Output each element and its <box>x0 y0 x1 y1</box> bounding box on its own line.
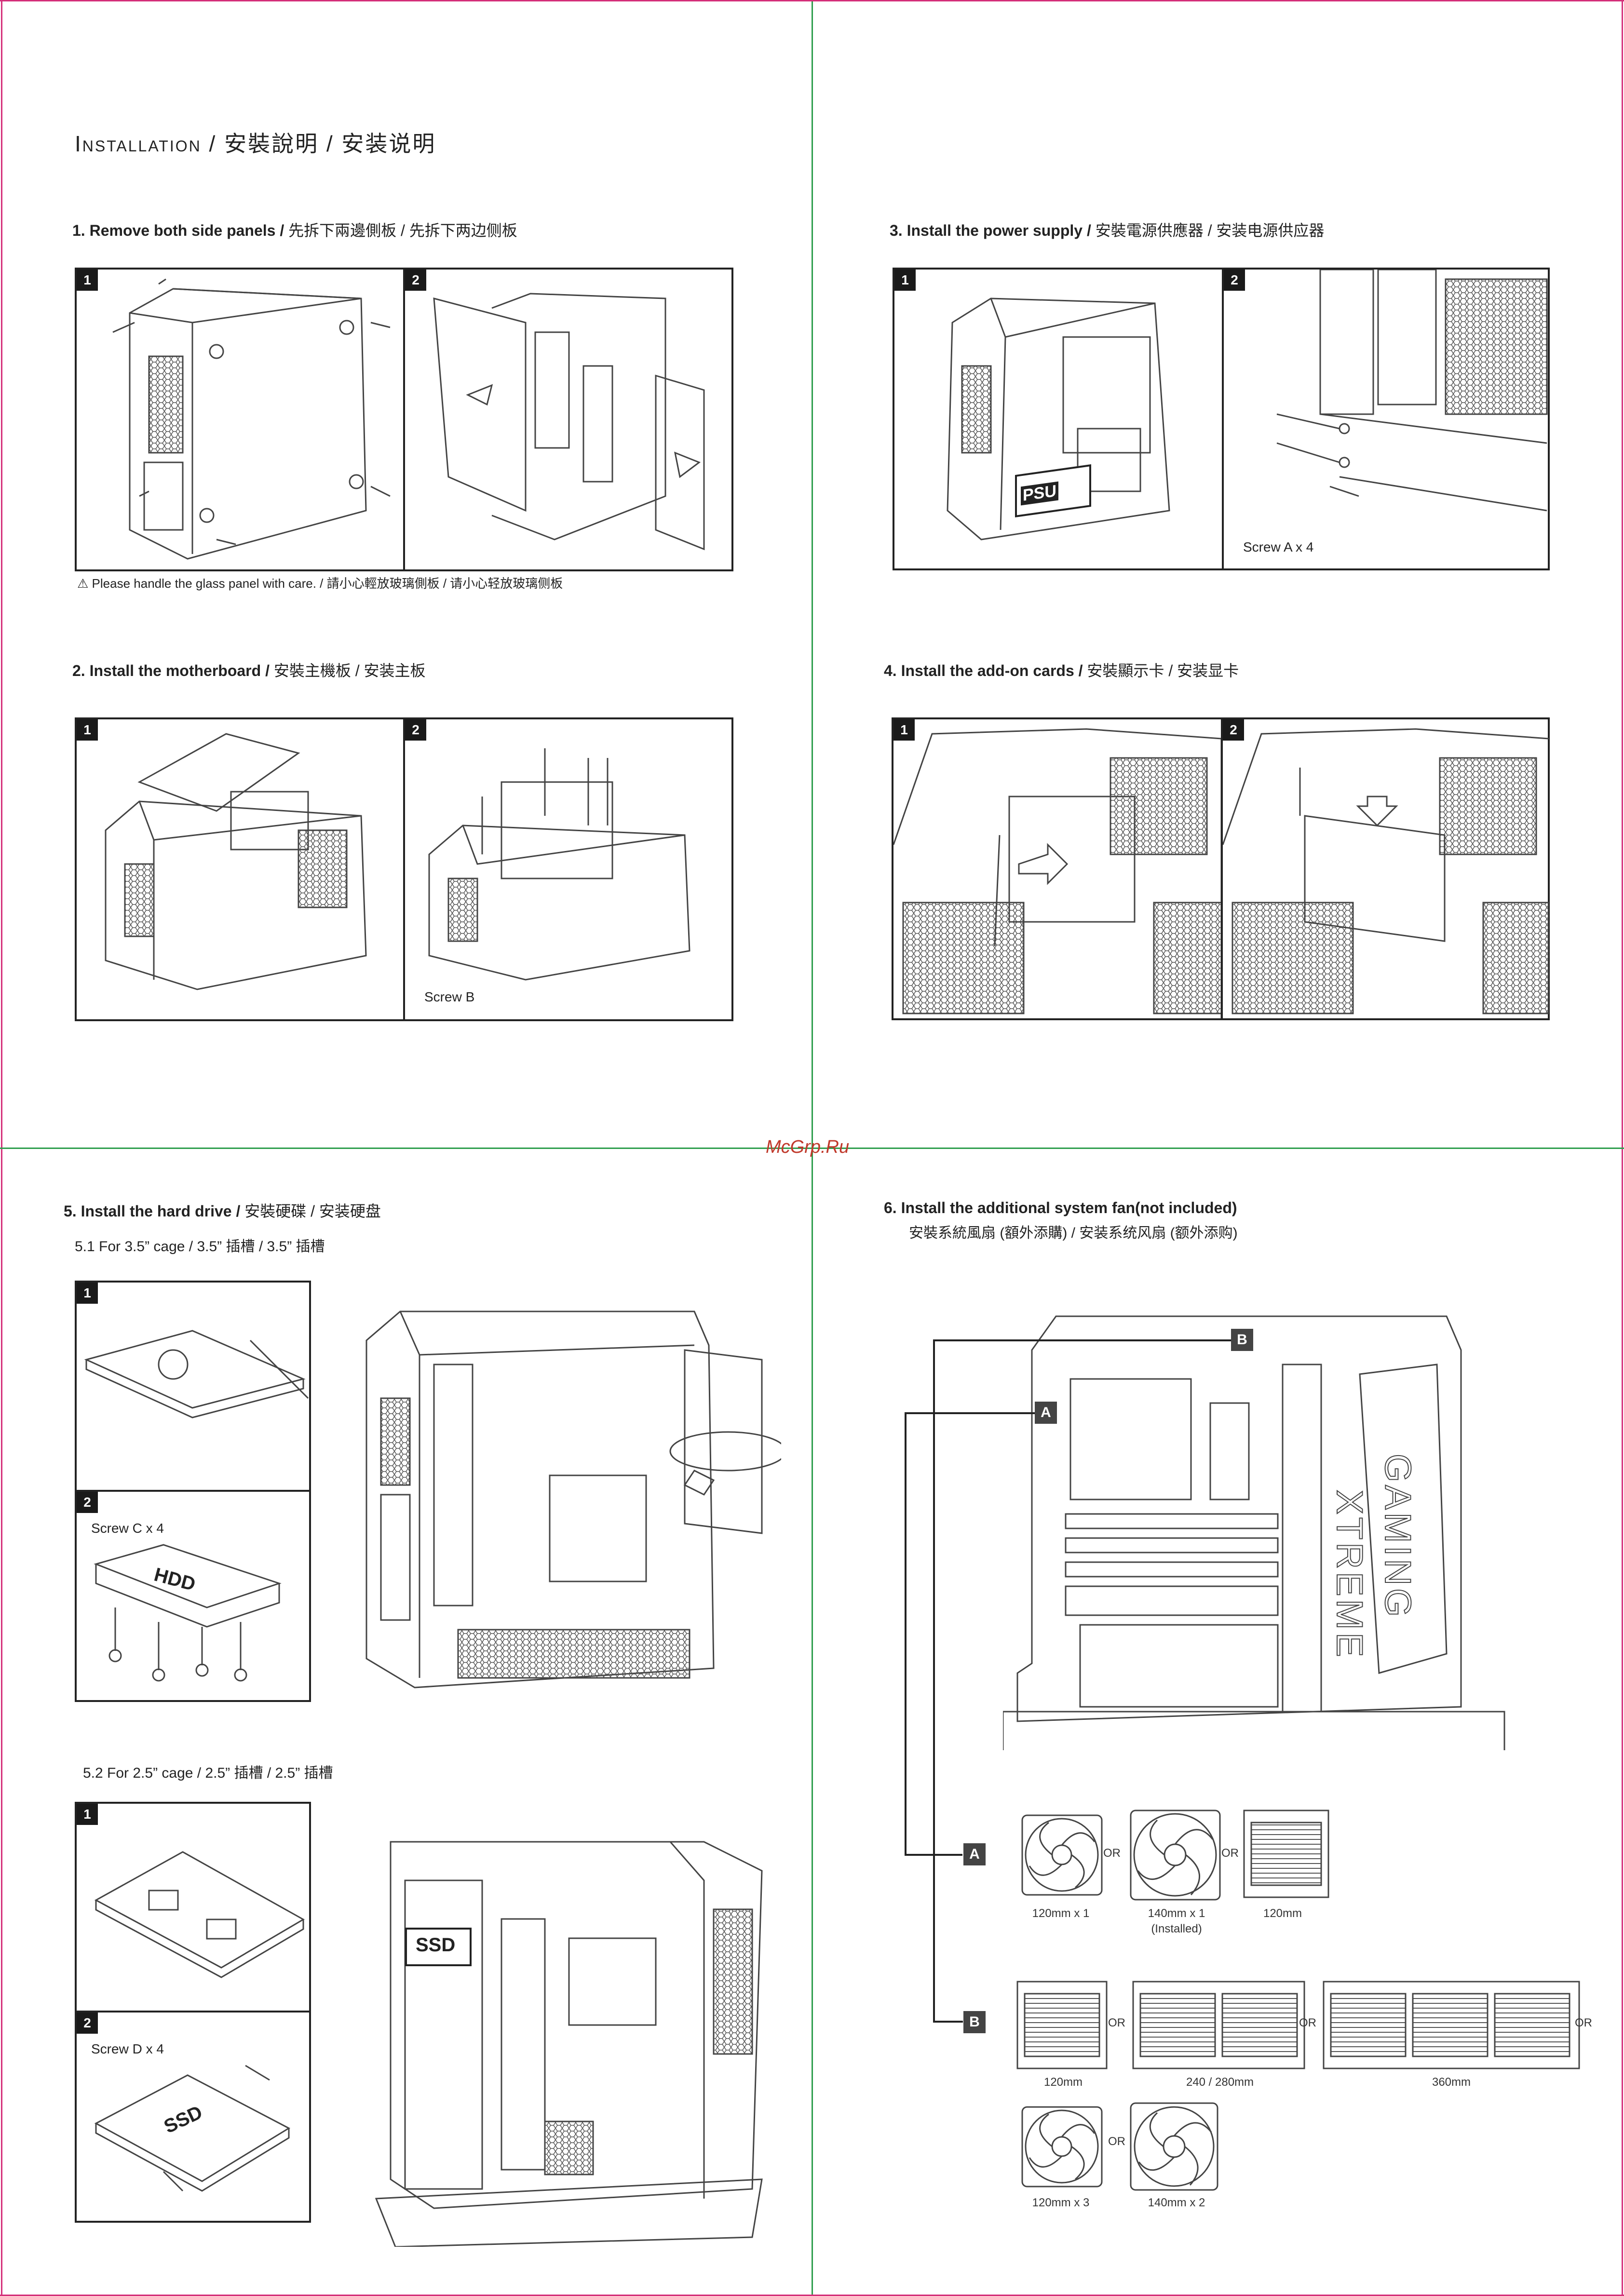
section-4-step-1: 1 <box>892 717 1223 1020</box>
connector-b-horizontal-top <box>933 1339 1239 1341</box>
cage-25-step-1: 1 <box>75 1802 311 2013</box>
graphics-card-illustration <box>1223 728 1549 1014</box>
hdd-tray-illustration <box>84 1330 309 1418</box>
section-2-step-2: 2 Screw B <box>403 717 733 1021</box>
or-label: OR <box>1108 2016 1125 2029</box>
radiator-120mm-icon <box>1243 1810 1329 1898</box>
section-1-step-1: 1 <box>75 268 405 571</box>
expansion-slot-illustration <box>893 728 1221 1018</box>
section-2-step-1: 1 <box>75 717 405 1021</box>
or-label: OR <box>1221 1847 1239 1860</box>
watermark: McGrp.Ru <box>766 1137 850 1157</box>
fan-a-option-3-caption: 120mm <box>1263 1907 1302 1920</box>
step-number: 1 <box>77 270 98 291</box>
connector-b-vertical <box>933 1339 935 2023</box>
connector-a-horizontal-top <box>905 1412 1044 1414</box>
or-label: OR <box>1108 2135 1125 2148</box>
motherboard-screws-illustration <box>428 748 690 981</box>
step-number: 2 <box>1223 719 1244 741</box>
motherboard-place-illustration <box>105 733 367 990</box>
fold-line-horizontal <box>0 1148 1624 1149</box>
or-label: OR <box>1575 2016 1592 2029</box>
fan-b-option-4-caption: 120mm x 3 <box>1032 2196 1090 2209</box>
ssd-screws-illustration <box>94 2065 291 2192</box>
screw-c-label: Screw C x 4 <box>91 1521 164 1536</box>
psu-install-illustration <box>947 297 1170 540</box>
crop-line-top <box>0 0 1624 1</box>
fan-options-a <box>1021 1810 1329 1901</box>
or-label: OR <box>1103 1847 1121 1860</box>
fan-a-option-2-caption: 140mm x 1 <box>1148 1907 1205 1920</box>
step-number: 2 <box>77 2012 98 2034</box>
fan-b-option-2-caption: 240 / 280mm <box>1186 2076 1254 2089</box>
section-2-heading: 2. Install the motherboard / 安裝主機板 / 安装主… <box>72 662 426 679</box>
screw-b-label: Screw B <box>424 989 475 1004</box>
fan-location-case-illustration <box>1003 1315 1505 1750</box>
step-number: 1 <box>77 1804 98 1825</box>
fan-location-a-top: A <box>1035 1402 1057 1424</box>
step-number: 2 <box>1224 270 1245 291</box>
section-1-heading: 1. Remove both side panels / 先拆下兩邊側板 / 先… <box>72 222 517 239</box>
ssd-cage-case-illustration <box>375 1841 763 2247</box>
screw-d-label: Screw D x 4 <box>91 2041 164 2056</box>
fan-options-b <box>1016 1981 1580 2191</box>
radiator-120mm-icon <box>1016 1981 1108 2069</box>
fan-location-b: B <box>963 2011 986 2033</box>
page-title: Installation / 安裝說明 / 安装说明 <box>75 131 436 156</box>
fan-location-b-top: B <box>1231 1329 1253 1351</box>
step-number: 2 <box>77 1492 98 1513</box>
cage-35-subheading: 5.1 For 3.5” cage / 3.5” 插槽 / 3.5” 插槽 <box>75 1239 325 1255</box>
fan-location-a: A <box>963 1843 986 1865</box>
fan-a-option-1-caption: 120mm x 1 <box>1032 1907 1090 1920</box>
section-1-caution-note: ⚠ Please handle the glass panel with car… <box>77 576 563 591</box>
section-5-heading: 5. Install the hard drive / 安裝硬碟 / 安装硬盘 <box>64 1202 381 1220</box>
fan-140mm-icon <box>1130 1810 1221 1901</box>
section-6-subheading: 安裝系統風扇 (額外添購) / 安装系统风扇 (额外添购) <box>909 1225 1238 1241</box>
section-3-step-1: 1 PSU <box>893 268 1224 570</box>
hdd-cage-case-illustration <box>365 1310 781 1688</box>
or-label: OR <box>1299 2016 1316 2029</box>
brand-gaming: GAMING <box>1377 1453 1419 1620</box>
step-number: 2 <box>405 719 426 741</box>
cage-35-step-1: 1 <box>75 1281 311 1492</box>
radiator-240-280mm-icon <box>1132 1981 1305 2069</box>
section-1-step-2: 2 <box>403 268 733 571</box>
brand-xtreme: XTREME <box>1328 1489 1370 1661</box>
hdd-screws-illustration <box>94 1544 282 1682</box>
fan-b-option-1-caption: 120mm <box>1043 2076 1083 2089</box>
step-number: 1 <box>893 719 915 741</box>
step-number: 2 <box>405 270 426 291</box>
fan-b-option-5-caption: 140mm x 2 <box>1148 2196 1205 2209</box>
fan-b-option-3-caption: 360mm <box>1432 2076 1471 2089</box>
ssd-slot-label: SSD <box>405 1928 472 1966</box>
cage-25-subheading: 5.2 For 2.5” cage / 2.5” 插槽 / 2.5” 插槽 <box>83 1765 333 1781</box>
ssd-tray-illustration <box>94 1851 305 1978</box>
fan-120mm-x3-icon <box>1021 2106 1103 2188</box>
fan-120mm-icon <box>1021 1814 1103 1896</box>
glass-panel-removal-illustration <box>433 293 705 551</box>
step-number: 1 <box>77 719 98 741</box>
section-6-heading: 6. Install the additional system fan(not… <box>884 1199 1237 1216</box>
section-4-heading: 4. Install the add-on cards / 安裝顯示卡 / 安装… <box>884 662 1239 679</box>
step-number: 1 <box>894 270 916 291</box>
psu-screws-illustration <box>1276 270 1548 512</box>
cage-25-step-2: 2 Screw D x 4 SSD <box>75 2011 311 2223</box>
screw-a-label: Screw A x 4 <box>1243 540 1314 554</box>
section-3-heading: 3. Install the power supply / 安裝電源供應器 / … <box>890 222 1325 239</box>
case-side-screws-illustration <box>112 278 391 560</box>
fan-140mm-x2-icon <box>1130 2102 1218 2191</box>
warning-icon: ⚠ <box>77 576 92 591</box>
step-number: 1 <box>77 1283 98 1304</box>
connector-b-horizontal-bottom <box>933 2021 963 2023</box>
fan-a-option-2-note: (Installed) <box>1151 1922 1202 1935</box>
section-4-step-2: 2 <box>1221 717 1550 1020</box>
section-3-step-2: 2 Screw A x 4 <box>1222 268 1550 570</box>
connector-a-vertical <box>905 1412 907 1856</box>
radiator-360mm-icon <box>1323 1981 1580 2069</box>
cage-35-step-2: 2 Screw C x 4 HDD <box>75 1490 311 1702</box>
connector-a-horizontal-bottom <box>905 1854 962 1856</box>
crop-line-bottom <box>0 2295 1624 2296</box>
